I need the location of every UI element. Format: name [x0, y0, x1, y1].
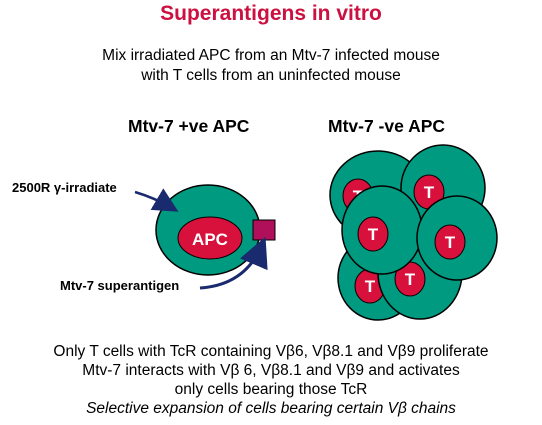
footer-line-3: only cells bearing those TcR — [174, 381, 368, 398]
footer-line-4: Selective expansion of cells bearing cer… — [86, 400, 456, 417]
t-cell-label: T — [424, 183, 435, 202]
intro-text: Mix irradiated APC from an Mtv-7 infecte… — [0, 46, 542, 86]
t-cell: T — [341, 185, 423, 275]
irradiate-arrow — [134, 188, 179, 212]
negative-apc-heading: Mtv-7 -ve APC — [328, 116, 446, 136]
apc-cell: APC — [155, 184, 261, 276]
t-cell: T — [416, 195, 498, 281]
intro-line-2: with T cells from an uninfected mouse — [141, 67, 401, 84]
intro-line-1: Mix irradiated APC from an Mtv-7 infecte… — [102, 47, 440, 64]
superantigen-label: Mtv-7 superantigen — [60, 278, 180, 293]
apc-label: APC — [192, 230, 228, 249]
footer-line-1: Only T cells with TcR containing Vβ6, Vβ… — [53, 343, 489, 360]
irradiate-label: 2500R γ-irradiate — [12, 180, 117, 195]
superantigen-arrow — [199, 236, 268, 290]
t-cell-label: T — [365, 277, 376, 296]
positive-apc-heading: Mtv-7 +ve APC — [128, 116, 250, 136]
footer-line-2: Mtv-7 interacts with Vβ 6, Vβ8.1 and Vβ9… — [82, 362, 460, 379]
t-cell-label: T — [405, 270, 416, 289]
t-cell-label: T — [445, 233, 456, 252]
slide-title: Superantigens in vitro — [160, 2, 382, 25]
t-cell-cluster: T T T T T T — [329, 144, 498, 321]
superantigen-marker — [252, 219, 276, 241]
t-cell-label: T — [368, 225, 379, 244]
